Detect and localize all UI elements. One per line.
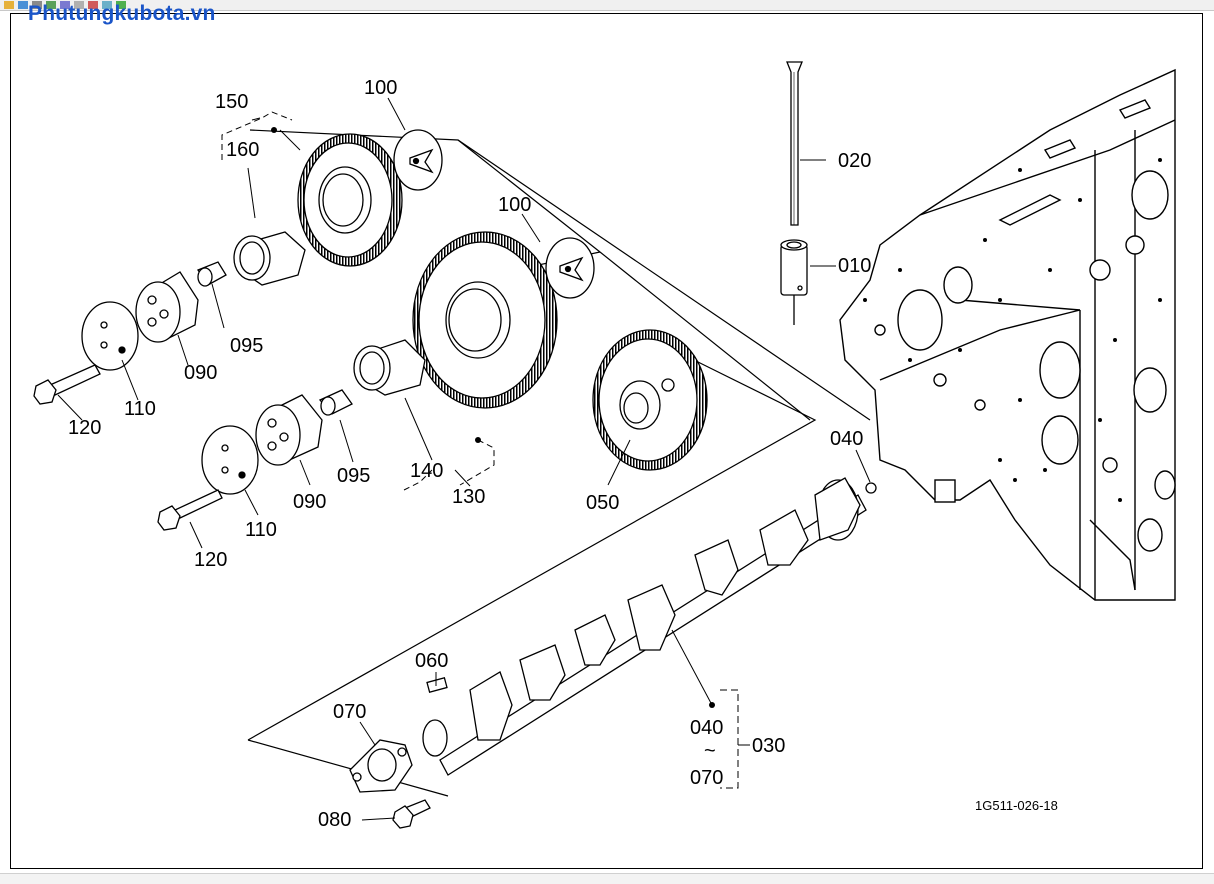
callout-160[interactable]: 160 bbox=[226, 139, 259, 161]
diagram-frame bbox=[10, 13, 1203, 869]
callout-070-range[interactable]: 070 bbox=[690, 767, 723, 789]
callout-090-upper[interactable]: 090 bbox=[184, 362, 217, 384]
callout-050[interactable]: 050 bbox=[586, 492, 619, 514]
bolt-upper bbox=[33, 364, 101, 405]
leader-dots bbox=[271, 127, 715, 708]
search-icon[interactable] bbox=[60, 1, 70, 9]
engine-bolt-holes bbox=[863, 158, 1162, 502]
camshaft-stopper bbox=[349, 739, 413, 793]
callout-110-lower[interactable]: 110 bbox=[245, 519, 277, 541]
callout-020[interactable]: 020 bbox=[838, 150, 871, 172]
callout-040-range[interactable]: 040 bbox=[690, 717, 723, 739]
bolt-lower bbox=[157, 489, 223, 531]
callout-095-upper[interactable]: 095 bbox=[230, 335, 263, 357]
o-ring bbox=[865, 482, 877, 494]
camshaft-gear bbox=[592, 329, 708, 471]
stopper-bolt bbox=[392, 799, 431, 829]
range-tilde: ~ bbox=[704, 740, 716, 762]
callout-110-upper[interactable]: 110 bbox=[124, 398, 156, 420]
engine-block bbox=[839, 68, 1176, 601]
callout-030[interactable]: 030 bbox=[752, 735, 785, 757]
bushing-upper bbox=[233, 231, 306, 286]
bushing-lower bbox=[353, 339, 426, 396]
status-strip bbox=[0, 873, 1214, 884]
print-icon[interactable] bbox=[32, 1, 42, 9]
save-icon[interactable] bbox=[18, 1, 28, 9]
toolbar bbox=[0, 0, 1214, 11]
callout-070-stopper[interactable]: 070 bbox=[333, 701, 366, 723]
callout-060[interactable]: 060 bbox=[415, 650, 448, 672]
push-rod bbox=[786, 61, 803, 226]
thrust-washer-lower bbox=[545, 237, 595, 299]
help-icon[interactable] bbox=[88, 1, 98, 9]
callouts: 150 160 100 100 020 010 095 090 110 120 … bbox=[68, 77, 871, 831]
callout-120-lower[interactable]: 120 bbox=[194, 549, 227, 571]
idler-shaft-lower bbox=[255, 394, 323, 466]
frame-lower bbox=[247, 361, 817, 741]
callout-040-oring[interactable]: 040 bbox=[830, 428, 863, 450]
site-watermark: Phutungkubota.vn bbox=[28, 2, 216, 25]
idler-shaft-upper bbox=[135, 271, 199, 343]
pin-upper bbox=[197, 261, 227, 287]
pin-lower bbox=[318, 389, 353, 416]
diagram-code: 1G511-026-18 bbox=[975, 798, 1058, 813]
callout-095-lower[interactable]: 095 bbox=[337, 465, 370, 487]
check-icon[interactable] bbox=[116, 1, 126, 9]
info-icon[interactable] bbox=[102, 1, 112, 9]
thrust-washer-upper bbox=[393, 129, 443, 191]
flange-upper bbox=[81, 301, 139, 371]
callout-080[interactable]: 080 bbox=[318, 809, 351, 831]
callout-120-upper[interactable]: 120 bbox=[68, 417, 101, 439]
callout-130[interactable]: 130 bbox=[452, 486, 485, 508]
camshaft bbox=[422, 477, 867, 776]
zoom-icon[interactable] bbox=[46, 1, 56, 9]
callout-150[interactable]: 150 bbox=[215, 91, 248, 113]
callout-010[interactable]: 010 bbox=[838, 255, 871, 277]
settings-icon[interactable] bbox=[74, 1, 84, 9]
callout-100-lower[interactable]: 100 bbox=[498, 194, 531, 216]
frame-bottom bbox=[247, 739, 449, 797]
home-icon[interactable] bbox=[4, 1, 14, 9]
callout-090-lower[interactable]: 090 bbox=[293, 491, 326, 513]
flange-lower bbox=[201, 425, 259, 495]
callout-100-upper[interactable]: 100 bbox=[364, 77, 397, 99]
callout-140[interactable]: 140 bbox=[410, 460, 443, 482]
idler-gear-upper bbox=[297, 133, 403, 267]
leader-lines bbox=[57, 97, 871, 821]
idler-gear-lower bbox=[412, 231, 558, 409]
tappet bbox=[780, 239, 808, 325]
